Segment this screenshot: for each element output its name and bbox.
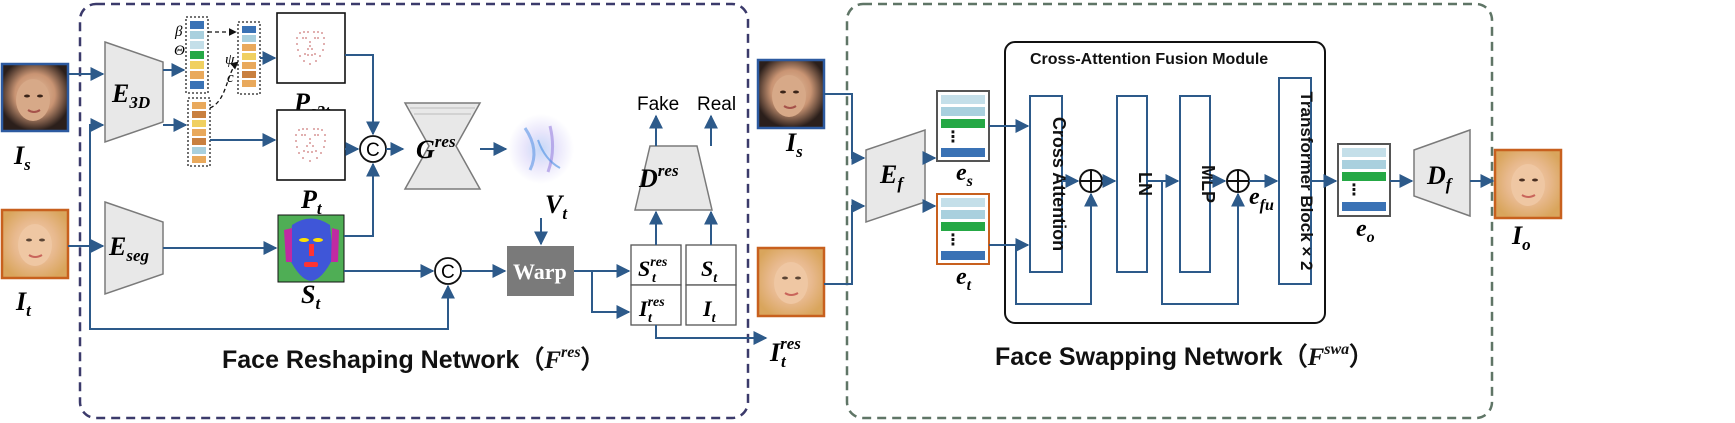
svg-text:St: St — [701, 256, 718, 286]
label-it: It — [15, 287, 32, 320]
svg-text:Transformer Block × 2: Transformer Block × 2 — [1297, 91, 1316, 270]
dashed-arrow-psi — [209, 61, 239, 109]
reshaping-network-title: Face Reshaping Network（Fres） — [222, 344, 606, 374]
feature-et: ⋮ — [936, 193, 990, 265]
concat-circle-2: C — [434, 257, 462, 285]
mlp-block: MLP — [1179, 95, 1218, 273]
decoder-df: Df — [1413, 128, 1471, 218]
fusion-module-title: Cross-Attention Fusion Module — [1030, 51, 1268, 68]
svg-text:Ef: Ef — [879, 160, 905, 193]
label-it-res-output: Ires — [769, 334, 801, 367]
label-st: St — [301, 280, 321, 313]
label-psi: ψ — [225, 52, 235, 68]
svg-text:⋮: ⋮ — [1346, 182, 1362, 199]
flow-field-vt — [508, 114, 574, 184]
cross-attention-block: Cross Attention — [1029, 95, 1069, 273]
swapping-network-frame — [845, 2, 1494, 420]
add-circle-2 — [1226, 169, 1250, 193]
add-circle-1 — [1079, 169, 1103, 193]
label-it-res-output-sub: t — [781, 352, 787, 371]
target-face-image — [0, 208, 70, 280]
concat-circle-1: C — [359, 135, 387, 163]
svg-text:Cross Attention: Cross Attention — [1049, 117, 1069, 251]
label-theta: Θ — [174, 43, 185, 59]
svg-text:C: C — [366, 140, 380, 161]
reshaping-network-frame — [78, 2, 750, 420]
encoder-ef: Ef — [865, 128, 926, 224]
svg-text:E3D: E3D — [111, 79, 150, 112]
param-vector-target — [187, 97, 211, 167]
param-vector-source — [185, 16, 209, 94]
label-fake: Fake — [637, 94, 679, 115]
reshaping-arrows — [68, 51, 768, 345]
feature-eo: ⋮ — [1337, 143, 1391, 217]
svg-text:C: C — [441, 262, 455, 283]
svg-text:Gres: Gres — [416, 132, 456, 164]
svg-text:⋮: ⋮ — [945, 129, 961, 146]
label-et: et — [956, 264, 972, 294]
encoder-3d: E3D — [104, 40, 164, 144]
label-is-right: Is — [785, 128, 803, 161]
transformer-block: Transformer Block × 2 — [1278, 77, 1316, 285]
svg-text:Df: Df — [1426, 161, 1454, 194]
landmarks-pt — [276, 109, 346, 181]
feature-es: ⋮ — [936, 90, 990, 162]
warp-block: Warp — [507, 246, 574, 296]
source-face-image-right — [756, 58, 826, 130]
label-c: c — [227, 70, 234, 86]
label-pt: Pt — [300, 185, 323, 218]
generator-gres: Gres — [403, 102, 482, 190]
svg-text:Warp: Warp — [513, 259, 567, 284]
svg-text:MLP: MLP — [1198, 165, 1218, 203]
label-vt: Vt — [545, 190, 568, 223]
param-vector-mixed — [237, 21, 261, 95]
svg-text:t: t — [652, 271, 657, 286]
label-beta: β — [174, 24, 183, 40]
svg-text:Eseg: Eseg — [108, 232, 150, 265]
discriminator-dres: Dres — [634, 145, 713, 211]
pair-box-real: St It — [685, 244, 737, 326]
label-efu: efu — [1249, 184, 1274, 214]
swapping-arrows — [824, 93, 1495, 305]
pair-box-res: Sres t Ires t — [630, 244, 682, 326]
label-es: es — [956, 160, 973, 190]
encoder-seg: Eseg — [104, 200, 164, 296]
swapping-network-title: Face Swapping Network（Fswa） — [995, 341, 1374, 371]
label-is: Is — [13, 141, 31, 174]
svg-text:Ires: Ires — [638, 295, 665, 321]
segmentation-map-st — [277, 214, 345, 283]
landmarks-ps2t — [276, 12, 346, 84]
label-eo: eo — [1356, 216, 1375, 246]
source-face-image — [0, 62, 70, 133]
svg-text:Dres: Dres — [638, 161, 679, 193]
svg-text:It: It — [702, 296, 717, 326]
ln-block: LN — [1116, 95, 1155, 273]
output-face-image — [1493, 148, 1563, 220]
reshaped-target-image — [756, 246, 826, 318]
svg-text:Sres: Sres — [638, 255, 668, 281]
svg-text:LN: LN — [1135, 172, 1155, 196]
svg-text:⋮: ⋮ — [945, 232, 961, 249]
svg-text:t: t — [648, 311, 653, 326]
label-real: Real — [697, 94, 736, 115]
label-io: Io — [1511, 221, 1531, 254]
